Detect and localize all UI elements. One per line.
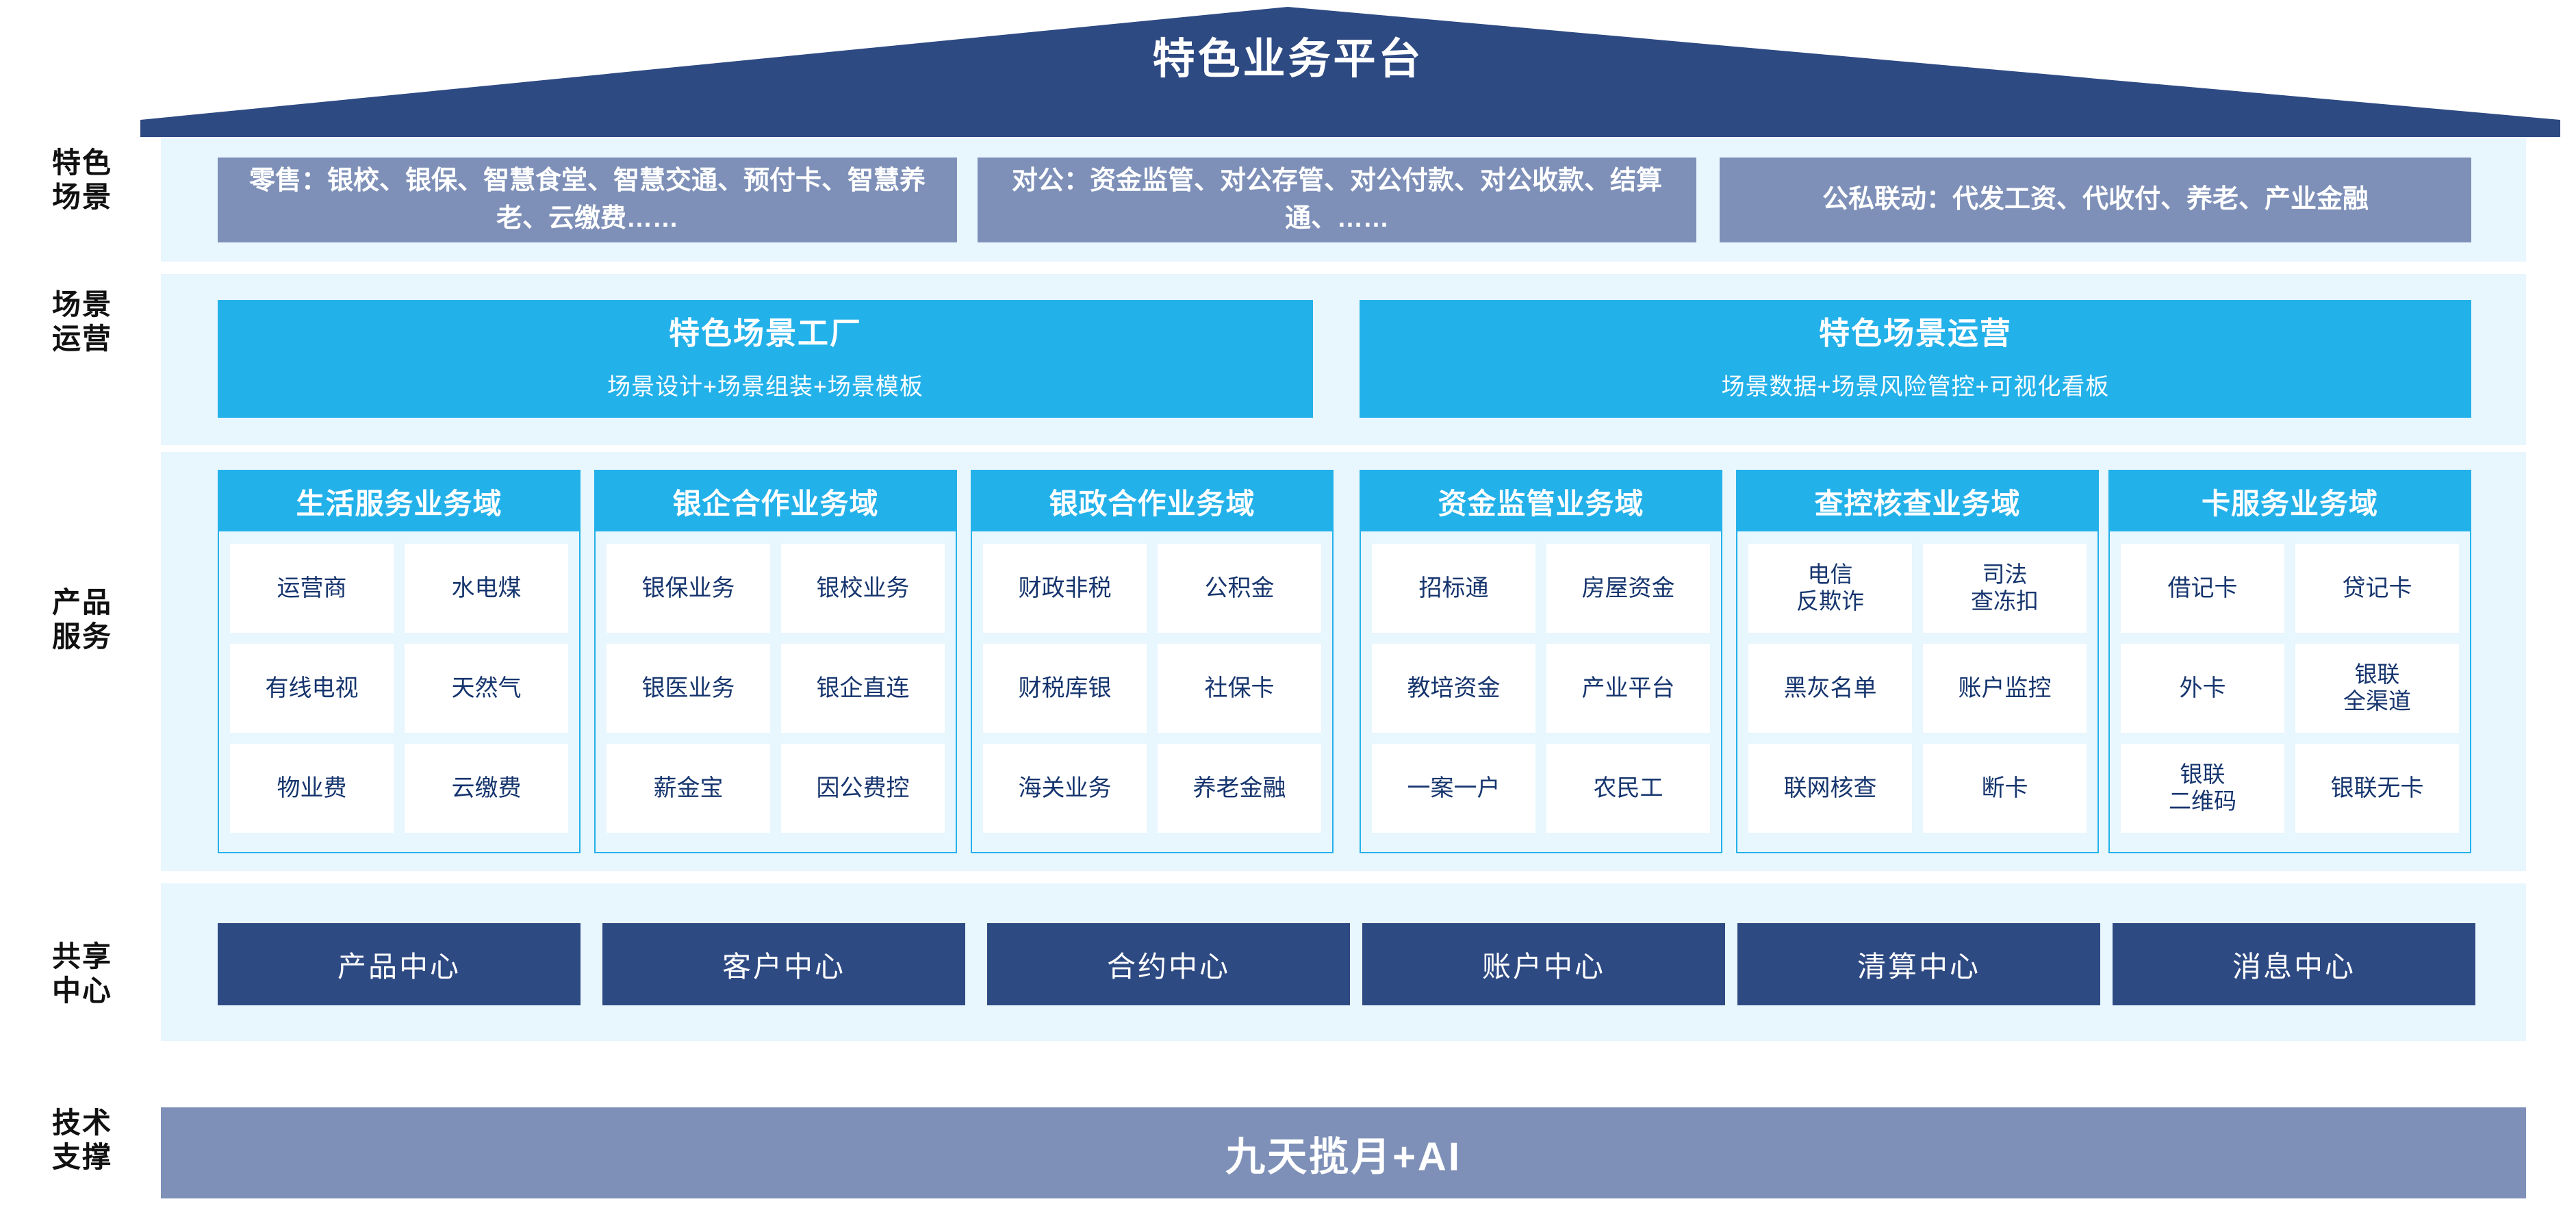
product-item[interactable]: 银保业务 — [607, 544, 770, 633]
shared-center-message[interactable]: 消息中心 — [2113, 923, 2475, 1005]
product-item[interactable]: 账户监控 — [1923, 644, 2087, 733]
product-item[interactable]: 断卡 — [1923, 744, 2087, 833]
product-item[interactable]: 司法查冻扣 — [1923, 544, 2087, 633]
shared-center-account[interactable]: 账户中心 — [1362, 923, 1725, 1005]
operation-title: 特色场景运营 — [1818, 315, 2012, 351]
domain-card-life-service[interactable]: 生活服务业务域 运营商 水电煤 有线电视 天然气 物业费 云缴费 — [218, 470, 581, 853]
product-item[interactable]: 银医业务 — [607, 644, 770, 733]
domain-title: 卡服务业务域 — [2110, 471, 2470, 531]
domain-items: 电信反欺诈 司法查冻扣 黑灰名单 账户监控 联网核查 断卡 — [1737, 531, 2097, 844]
domain-title: 银政合作业务域 — [972, 471, 1332, 531]
shared-center-customer[interactable]: 客户中心 — [602, 923, 965, 1005]
product-item[interactable]: 房屋资金 — [1546, 544, 1710, 633]
shared-center-contract[interactable]: 合约中心 — [987, 923, 1350, 1005]
domain-title: 银企合作业务域 — [596, 471, 956, 531]
domain-items: 财政非税 公积金 财税库银 社保卡 海关业务 养老金融 — [972, 531, 1332, 844]
product-item[interactable]: 联网核查 — [1748, 744, 1912, 833]
product-item[interactable]: 有线电视 — [230, 644, 394, 733]
product-item[interactable]: 财税库银 — [983, 644, 1147, 733]
scenario-box-retail[interactable]: 零售：银校、银保、智慧食堂、智慧交通、预付卡、智慧养老、云缴费…… — [218, 158, 957, 242]
domain-card-bank-government[interactable]: 银政合作业务域 财政非税 公积金 财税库银 社保卡 海关业务 养老金融 — [971, 470, 1334, 853]
domain-card-fund-supervision[interactable]: 资金监管业务域 招标通 房屋资金 教培资金 产业平台 一案一户 农民工 — [1360, 470, 1722, 853]
product-item[interactable]: 一案一户 — [1372, 744, 1535, 833]
product-item[interactable]: 黑灰名单 — [1748, 644, 1912, 733]
product-item[interactable]: 贷记卡 — [2295, 544, 2459, 633]
operation-subtitle: 场景设计+场景组装+场景模板 — [607, 374, 923, 401]
product-item[interactable]: 水电煤 — [405, 544, 568, 633]
product-item[interactable]: 银联二维码 — [2121, 744, 2284, 833]
operation-box-scene-factory[interactable]: 特色场景工厂 场景设计+场景组装+场景模板 — [218, 300, 1313, 418]
domain-card-bank-enterprise[interactable]: 银企合作业务域 银保业务 银校业务 银医业务 银企直连 薪金宝 因公费控 — [594, 470, 957, 853]
product-item[interactable]: 产业平台 — [1546, 644, 1710, 733]
product-item[interactable]: 外卡 — [2121, 644, 2284, 733]
row-label-scenario: 特色场景 — [51, 147, 112, 213]
domain-card-investigation[interactable]: 查控核查业务域 电信反欺诈 司法查冻扣 黑灰名单 账户监控 联网核查 断卡 — [1736, 470, 2099, 853]
product-item[interactable]: 社保卡 — [1158, 644, 1321, 733]
product-item[interactable]: 公积金 — [1158, 544, 1321, 633]
page-title: 特色业务平台 — [1152, 36, 1424, 83]
product-item[interactable]: 电信反欺诈 — [1748, 544, 1912, 633]
operation-title: 特色场景工厂 — [668, 315, 862, 351]
tech-support-bar[interactable]: 九天揽月+AI — [161, 1107, 2526, 1198]
row-label-operation: 场景运营 — [51, 288, 112, 355]
platform-roof: 特色业务平台 — [0, 0, 2576, 137]
domain-items: 招标通 房屋资金 教培资金 产业平台 一案一户 农民工 — [1361, 531, 1721, 844]
shared-center-clearing[interactable]: 清算中心 — [1737, 923, 2100, 1005]
product-item[interactable]: 运营商 — [230, 544, 394, 633]
shared-center-product[interactable]: 产品中心 — [218, 923, 581, 1005]
operation-box-scene-operation[interactable]: 特色场景运营 场景数据+场景风险管控+可视化看板 — [1360, 300, 2471, 418]
product-item[interactable]: 银校业务 — [781, 544, 945, 633]
domain-title: 资金监管业务域 — [1361, 471, 1721, 531]
product-item[interactable]: 物业费 — [230, 744, 394, 833]
product-item[interactable]: 因公费控 — [781, 744, 945, 833]
domain-title: 查控核查业务域 — [1737, 471, 2097, 531]
product-item[interactable]: 养老金融 — [1158, 744, 1321, 833]
product-item[interactable]: 天然气 — [405, 644, 568, 733]
product-item[interactable]: 财政非税 — [983, 544, 1147, 633]
product-item[interactable]: 云缴费 — [405, 744, 568, 833]
product-item[interactable]: 银企直连 — [781, 644, 945, 733]
operation-subtitle: 场景数据+场景风险管控+可视化看板 — [1721, 374, 2110, 401]
row-label-tech: 技术支撑 — [51, 1107, 112, 1173]
product-item[interactable]: 银联无卡 — [2295, 744, 2459, 833]
scenario-box-corporate[interactable]: 对公：资金监管、对公存管、对公付款、对公收款、结算通、…… — [978, 158, 1696, 242]
product-item[interactable]: 薪金宝 — [607, 744, 770, 833]
product-item[interactable]: 教培资金 — [1372, 644, 1535, 733]
product-item[interactable]: 农民工 — [1546, 744, 1710, 833]
roof-shape-icon — [140, 7, 2560, 137]
row-label-product: 产品服务 — [51, 586, 112, 653]
scenario-box-public-private[interactable]: 公私联动：代发工资、代收付、养老、产业金融 — [1720, 158, 2471, 242]
domain-items: 运营商 水电煤 有线电视 天然气 物业费 云缴费 — [219, 531, 579, 844]
domain-title: 生活服务业务域 — [219, 471, 579, 531]
row-label-shared: 共享中心 — [51, 940, 112, 1007]
domain-items: 银保业务 银校业务 银医业务 银企直连 薪金宝 因公费控 — [596, 531, 956, 844]
domain-card-card-service[interactable]: 卡服务业务域 借记卡 贷记卡 外卡 银联全渠道 银联二维码 银联无卡 — [2108, 470, 2471, 853]
product-item[interactable]: 借记卡 — [2121, 544, 2284, 633]
product-item[interactable]: 海关业务 — [983, 744, 1147, 833]
product-item[interactable]: 银联全渠道 — [2295, 644, 2459, 733]
product-item[interactable]: 招标通 — [1372, 544, 1535, 633]
domain-items: 借记卡 贷记卡 外卡 银联全渠道 银联二维码 银联无卡 — [2110, 531, 2470, 844]
